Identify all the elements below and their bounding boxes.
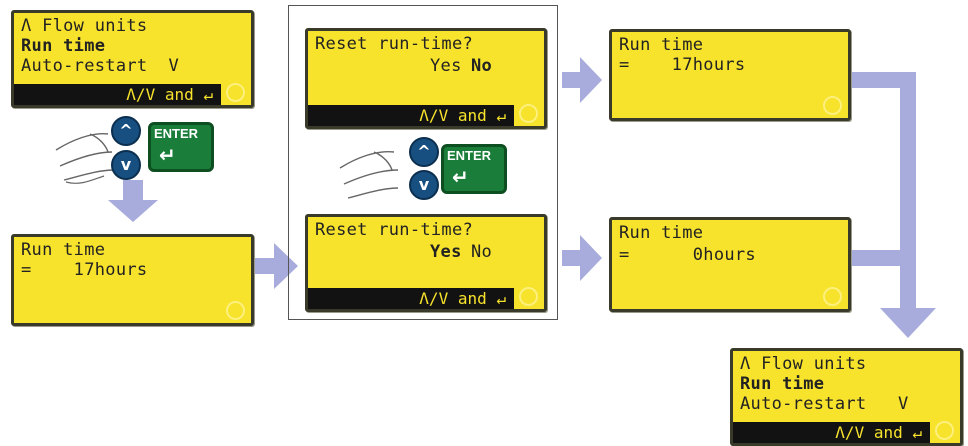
lcd-run-time-reset: Run time = 0hours — [609, 217, 851, 312]
enter-button-icon: ENTER ↵ — [148, 122, 214, 172]
run-time-value: = 17hours — [619, 55, 746, 75]
reset-prompt: Reset run-time? — [315, 220, 474, 240]
menu-item-auto-restart: Auto-restart V — [21, 56, 180, 76]
reset-decision-frame — [288, 5, 558, 320]
enter-label: ENTER — [447, 148, 492, 163]
arrow-right-top — [562, 57, 602, 103]
lcd-hint-bar: Λ/V and ↵ — [733, 422, 930, 443]
up-button-icon: ^ — [111, 116, 141, 146]
run-time-title: Run time — [21, 240, 106, 260]
option-yes-selected: Yes — [430, 242, 462, 262]
lcd-menu-top: Λ Flow units Run time Auto-restart V Λ/V… — [11, 10, 254, 108]
lcd-knob-icon — [226, 301, 245, 320]
reset-prompt: Reset run-time? — [315, 34, 474, 54]
run-time-value: = 0hours — [619, 245, 756, 265]
down-button-icon: v — [111, 150, 141, 180]
menu-item-run-time: Run time — [740, 374, 825, 394]
lcd-run-time-initial: Run time = 17hours — [11, 234, 254, 326]
enter-button-icon: ENTER ↵ — [441, 144, 507, 194]
lcd-menu-bottom: Λ Flow units Run time Auto-restart V Λ/V… — [730, 348, 963, 446]
menu-item-flow-units: Λ Flow units — [21, 16, 148, 36]
arrow-right-into-box — [252, 243, 298, 289]
lcd-reset-yes: Reset run-time? Yes No Λ/V and ↵ — [305, 214, 547, 312]
lcd-knob-icon — [519, 287, 538, 306]
up-button-icon: ^ — [409, 137, 439, 167]
lcd-hint-bar: Λ/V and ↵ — [308, 105, 514, 126]
lcd-knob-icon — [823, 287, 842, 306]
option-no: No — [471, 242, 493, 262]
option-no-selected: No — [471, 56, 493, 76]
lcd-knob-icon — [226, 83, 245, 102]
lcd-run-time-kept: Run time = 17hours — [609, 29, 851, 121]
return-arrow-icon: ↵ — [452, 165, 469, 189]
run-time-title: Run time — [619, 223, 704, 243]
lcd-knob-icon — [519, 104, 538, 123]
lcd-knob-icon — [935, 421, 954, 440]
menu-item-run-time: Run time — [21, 36, 106, 56]
lcd-reset-no: Reset run-time? Yes No Λ/V and ↵ — [305, 28, 547, 129]
lcd-knob-icon — [823, 96, 842, 115]
menu-item-flow-units: Λ Flow units — [740, 354, 867, 374]
down-button-icon: v — [409, 170, 439, 200]
connector-top — [850, 72, 916, 88]
connector-bottom — [850, 250, 916, 266]
enter-label: ENTER — [154, 126, 199, 141]
lcd-hint-bar: Λ/V and ↵ — [308, 288, 514, 309]
run-time-value: = 17hours — [21, 260, 148, 280]
run-time-title: Run time — [619, 35, 704, 55]
lcd-hint-bar: Λ/V and ↵ — [14, 84, 221, 105]
arrow-down-right — [880, 308, 936, 338]
arrow-down-left — [108, 180, 158, 222]
option-yes: Yes — [430, 56, 462, 76]
connector-vertical — [900, 72, 916, 312]
arrow-right-bottom — [562, 235, 602, 281]
menu-item-auto-restart: Auto-restart V — [740, 394, 909, 414]
return-arrow-icon: ↵ — [159, 143, 176, 167]
